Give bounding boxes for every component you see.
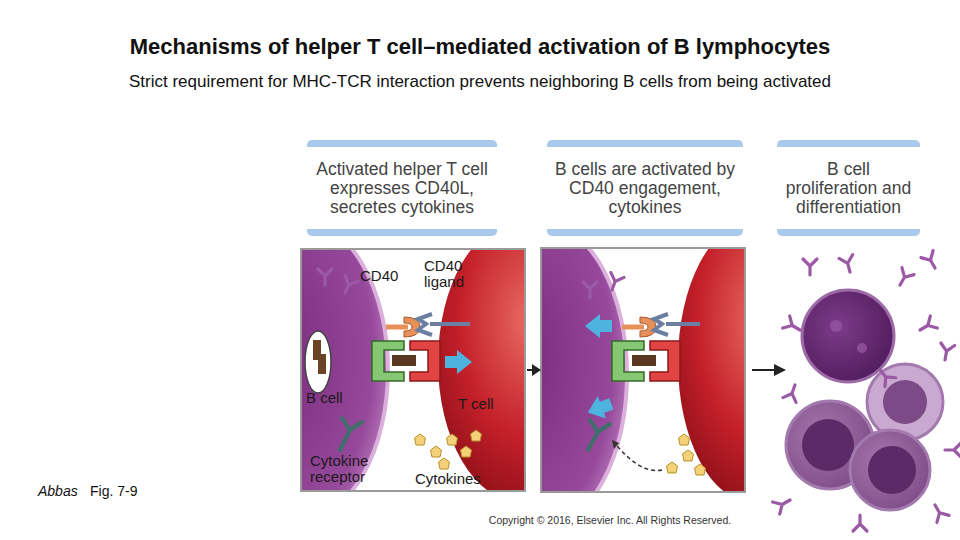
cd40-stalk [622,325,644,330]
header-text: B cells are activated by CD40 engagement… [551,160,739,217]
source-author: Abbas [38,483,90,499]
cytokine [447,434,458,445]
molecule-label: Cytokines [415,471,505,487]
step-header: B cells are activated by CD40 engagement… [547,140,743,236]
cell-spot [830,320,842,332]
signal-arrow [585,314,612,338]
antibody [783,316,804,336]
molecule-label: CD40 ligand [424,258,480,290]
cytokine [679,434,690,445]
peptide [632,355,656,366]
step-header: Activated helper T cell expresses CD40L,… [307,140,497,236]
copyright-note: Copyright © 2016, Elsevier Inc. All Righ… [470,514,750,526]
cd40l-head [654,314,668,335]
b-cell [850,430,930,510]
peptide [392,355,416,366]
cd40l-head [418,314,432,335]
cytokine [695,464,706,475]
antibody [921,251,941,272]
cytokine [461,446,472,457]
step-arrow-head [532,364,541,376]
source-figure: Fig. 7-9 [90,483,170,499]
cell-label: B cell [306,390,366,406]
antibody [945,443,960,457]
cd40l-stalk [666,322,700,326]
antibody [773,494,794,514]
antibody [783,383,802,403]
panel-two-art [542,249,744,491]
header-text: Activated helper T cell expresses CD40L,… [311,160,493,217]
nucleus [883,380,927,424]
cytokine-receptor [340,418,362,450]
cell-label: T cell [458,396,518,412]
step-header: B cell proliferation and differentiation [777,140,920,236]
vesicle [305,331,331,393]
nucleus [868,446,916,494]
header-text: B cell proliferation and differentiation [781,160,916,217]
molecule-label: CD40 [360,268,410,284]
dashed-arrow-head [612,440,619,449]
illustration-panel: CD40 CD40 ligand B cell T cellCytokine rece… [300,248,526,492]
cd40-stalk [386,325,408,330]
cytokine [683,450,694,461]
antibody [853,515,867,531]
signal-arrow [445,350,472,374]
antibody [339,276,358,296]
antigen [313,340,326,374]
dashed-arrow [612,440,662,471]
antibody [803,259,817,275]
antibody [917,316,938,336]
cd40l-stalk [430,322,470,326]
antibody [938,343,955,361]
antibody [605,273,624,293]
step-arrow [752,369,776,371]
panel-one-art [301,249,524,491]
molecule-label: Cytokine receptor [310,453,385,485]
antibody [894,268,914,289]
antibody [318,269,332,285]
antibody [839,255,857,274]
cytokine-receptor [588,420,610,450]
cytokine [431,446,442,457]
cytokine [415,434,426,445]
antibody [929,502,949,523]
antibody [875,366,896,387]
subtitle: Strict requirement for MHC-TCR interacti… [0,72,960,92]
cytokine [667,462,678,473]
step-arrow-head [774,364,786,376]
panel-three-art [773,251,960,531]
cytokine [471,430,482,441]
b-cell [867,364,943,440]
cytokine [439,458,450,469]
t-cell-body [678,249,744,491]
nucleus [802,419,854,471]
antibody [583,282,597,298]
cell-spot [857,343,867,353]
plasma-cell [802,290,894,382]
title: Mechanisms of helper T cell–mediated act… [0,34,960,60]
